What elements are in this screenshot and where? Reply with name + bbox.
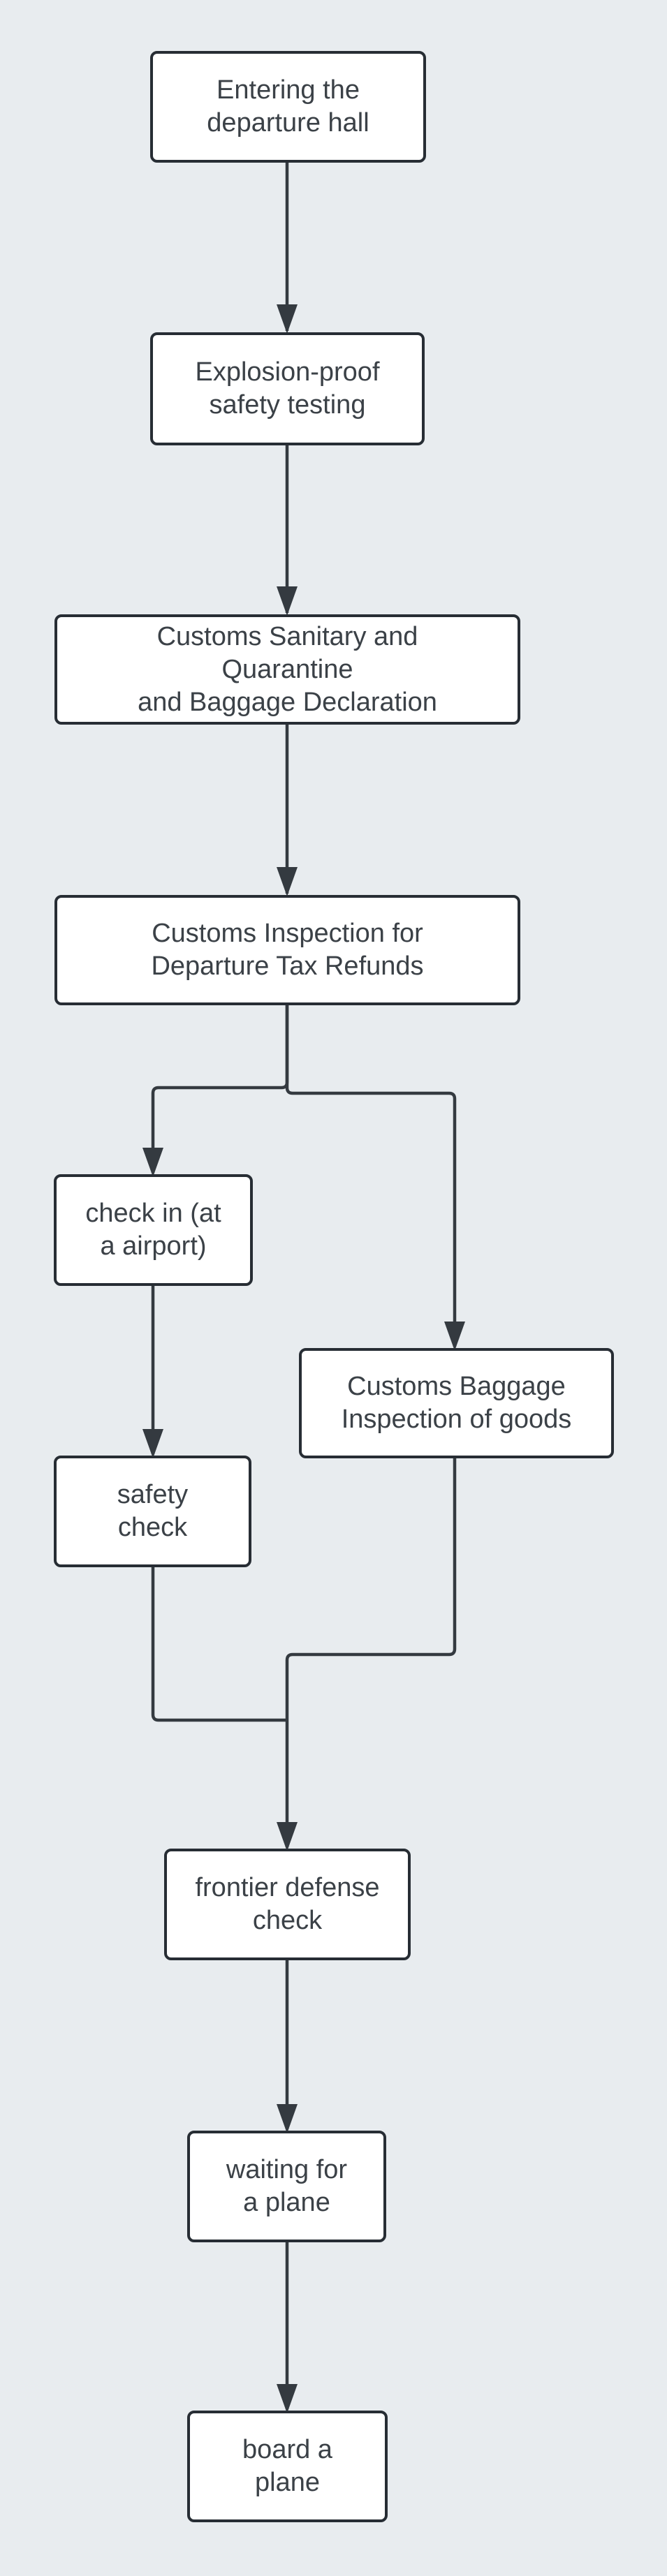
node-label-line: plane xyxy=(255,2468,320,2497)
node-customs-inspection-tax-refunds: Customs Inspection for Departure Tax Ref… xyxy=(54,895,520,1005)
edge-checkin-to-safetycheck xyxy=(142,1286,163,1458)
node-safety-check: safety check xyxy=(54,1456,251,1567)
arrowhead-icon xyxy=(277,2384,298,2413)
arrowhead-icon xyxy=(277,304,298,334)
node-board-a-plane: board a plane xyxy=(187,2411,388,2522)
arrowhead-icon xyxy=(142,1429,163,1458)
node-label-line: check xyxy=(117,1513,188,1542)
node-label-line: Customs Sanitary and xyxy=(156,621,418,651)
edge-frontier-to-waiting xyxy=(277,1960,298,2133)
node-label-line: Entering the xyxy=(217,75,360,105)
node-label-line: Customs Inspection for xyxy=(152,919,423,948)
node-label-line: a airport) xyxy=(100,1231,207,1261)
node-label-line: a plane xyxy=(243,2188,330,2217)
edge-baggageinspection-to-frontier xyxy=(277,1458,457,1851)
edge-sanitary-to-taxrefunds xyxy=(277,725,298,896)
edge-safetycheck-to-frontier xyxy=(151,1567,288,1722)
node-label-line: safety testing xyxy=(209,390,366,420)
node-label-line: frontier defense xyxy=(195,1873,380,1902)
node-customs-sanitary-quarantine: Customs Sanitary and Quarantine and Bagg… xyxy=(54,614,520,725)
edge-entering-to-explosion xyxy=(277,163,298,334)
node-check-in: check in (at a airport) xyxy=(54,1174,253,1286)
edge-taxrefunds-to-checkin xyxy=(142,1005,289,1177)
node-label-line: check in (at xyxy=(85,1199,221,1228)
arrowhead-icon xyxy=(444,1322,465,1351)
arrowhead-icon xyxy=(277,1822,298,1851)
node-label-line: Departure Tax Refunds xyxy=(151,952,424,981)
arrowhead-icon xyxy=(277,2104,298,2133)
node-label-line: waiting for xyxy=(226,2155,348,2184)
node-label-line: Explosion-proof xyxy=(195,357,380,387)
node-label-line: departure hall xyxy=(207,108,369,138)
arrowhead-icon xyxy=(142,1148,163,1177)
node-label-line: safety xyxy=(117,1480,189,1509)
arrowhead-icon xyxy=(277,586,298,616)
node-label-line: board a xyxy=(242,2435,332,2464)
node-customs-baggage-inspection: Customs Baggage Inspection of goods xyxy=(299,1348,614,1458)
node-explosion-proof-safety-testing: Explosion-proof safety testing xyxy=(150,332,425,445)
node-label-line: check xyxy=(252,1906,323,1935)
arrowhead-icon xyxy=(277,867,298,896)
node-label-line: Customs Baggage xyxy=(347,1372,566,1401)
node-label-line: Quarantine xyxy=(221,654,353,684)
edge-waiting-to-board xyxy=(277,2242,298,2413)
node-label-line: and Baggage Declaration xyxy=(138,687,437,717)
node-entering-departure-hall: Entering the departure hall xyxy=(150,51,426,163)
node-frontier-defense-check: frontier defense check xyxy=(164,1849,411,1960)
node-label-line: Inspection of goods xyxy=(341,1405,572,1434)
edge-explosion-to-sanitary xyxy=(277,445,298,616)
node-waiting-for-a-plane: waiting for a plane xyxy=(187,2131,386,2242)
edge-taxrefunds-to-baggageinspection xyxy=(285,1005,465,1351)
